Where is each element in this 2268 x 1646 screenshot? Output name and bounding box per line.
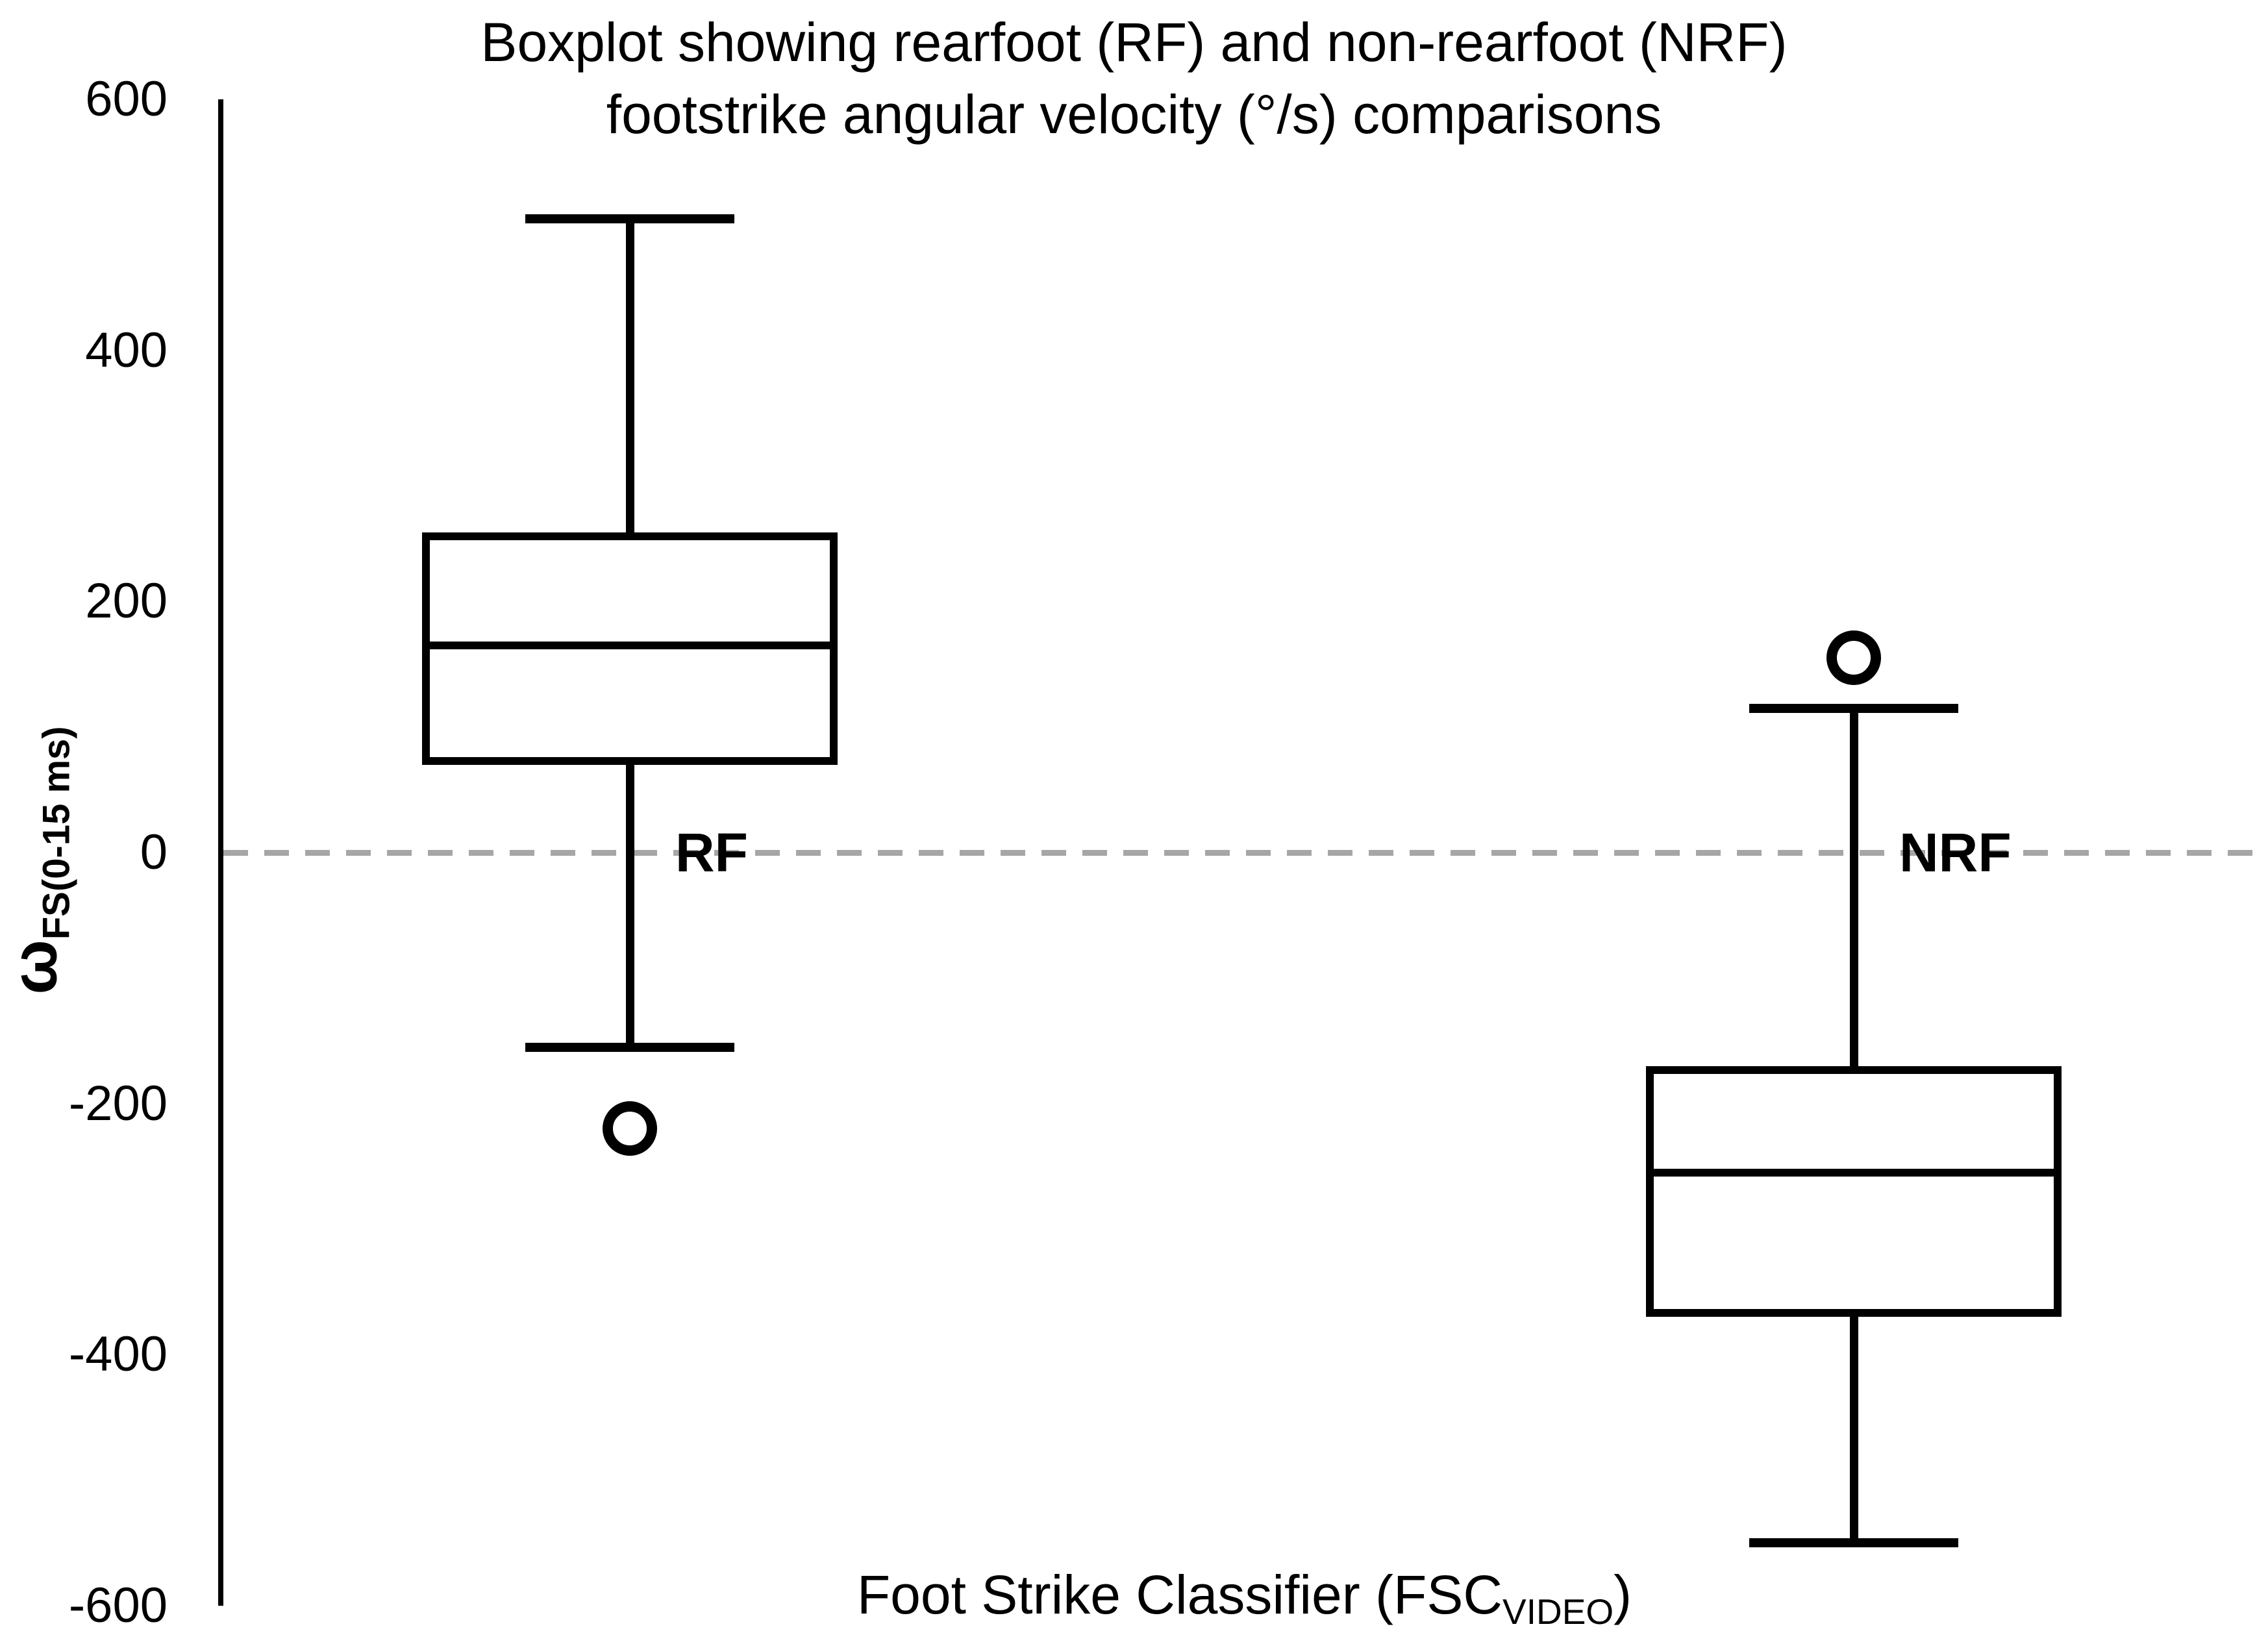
y-axis-tick-label: -600 xyxy=(68,1578,168,1633)
median-line xyxy=(422,642,838,649)
whisker-cap-bottom xyxy=(1749,1538,1958,1547)
x-axis-label-text: Foot Strike Classifier (FSC xyxy=(856,1564,1503,1625)
series-label-rf: RF xyxy=(675,822,748,883)
iqr-box xyxy=(1646,1066,2062,1317)
x-axis-label-subscript: VIDEO xyxy=(1502,1591,1614,1632)
zero-reference-line xyxy=(223,850,2268,856)
outlier-marker xyxy=(1826,630,1881,685)
whisker-cap-top xyxy=(525,214,734,223)
chart-title: Boxplot showing rearfoot (RF) and non-re… xyxy=(0,6,2268,151)
y-axis-tick-label: 0 xyxy=(140,825,168,880)
y-axis-tick-label: 200 xyxy=(85,573,168,629)
median-line xyxy=(1646,1169,2062,1177)
y-axis-tick-label: 600 xyxy=(85,71,168,127)
y-axis-tick-label: 400 xyxy=(85,323,168,378)
x-axis-label-suffix: ) xyxy=(1614,1564,1632,1625)
y-axis-tick-label: -200 xyxy=(68,1076,168,1131)
chart-title-line2: footstrike angular velocity (°/s) compar… xyxy=(606,84,1662,145)
whisker-cap-bottom xyxy=(525,1043,734,1052)
chart-title-line1: Boxplot showing rearfoot (RF) and non-re… xyxy=(480,12,1788,73)
y-axis-tick-label: -400 xyxy=(68,1327,168,1382)
whisker-cap-top xyxy=(1749,704,1958,713)
x-axis-label: Foot Strike Classifier (FSCVIDEO) xyxy=(221,1562,2268,1644)
y-axis-line xyxy=(218,99,223,1606)
series-label-nrf: NRF xyxy=(1899,822,2012,883)
outlier-marker xyxy=(603,1101,657,1156)
y-axis-label-symbol: ω xyxy=(0,940,71,995)
